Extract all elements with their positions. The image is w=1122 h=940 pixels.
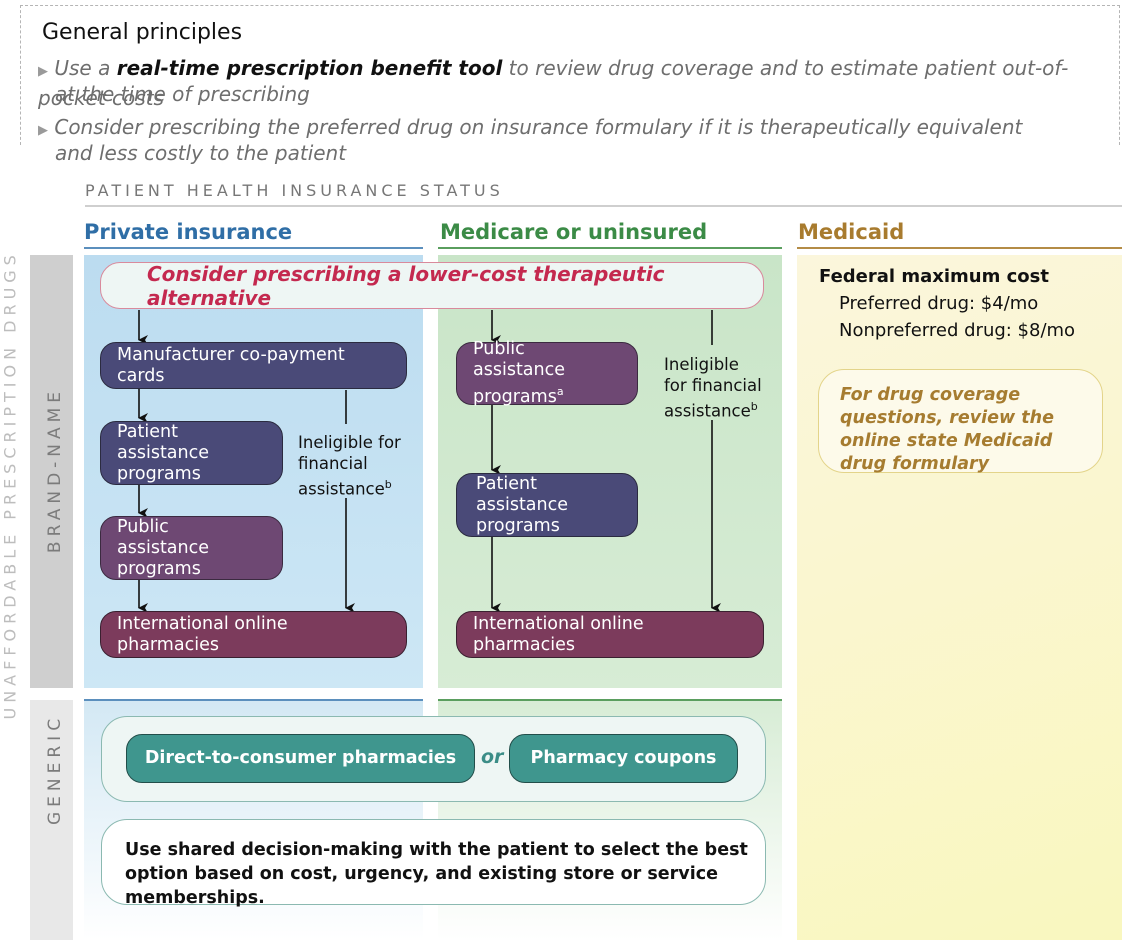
medicare-patient-assistance-box: Patient assistance programs [456,473,638,537]
medicare-intl-pharmacies-box: International online pharmacies [456,611,764,658]
private-ineligible-text: Ineligible for financial assistance [298,433,401,499]
federal-max-cost-title: Federal maximum cost [819,266,1049,287]
preferred-drug-cost: Preferred drug: $4/mo [839,293,1039,314]
bullet-icon: ▶ [38,64,48,79]
principle-1-line2: at the time of prescribing [55,82,310,106]
copay-cards-box: Manufacturer co-payment cards [100,342,407,389]
principle-1-pre: Use a [54,56,117,80]
bullet-icon: ▶ [38,123,48,138]
pharmacy-coupons-box: Pharmacy coupons [509,734,738,783]
medicare-ineligible-text: Ineligible for financial assistance [664,355,762,421]
medicaid-formulary-note: For drug coverage questions, review the … [818,369,1103,474]
general-principles-panel [20,5,1120,145]
principle-2-line1: Consider prescribing the preferred drug … [54,115,1023,139]
lower-cost-alternative-box: Consider prescribing a lower-cost therap… [100,262,764,310]
footnote-a: a [556,385,564,399]
footnote-b: b [750,400,758,413]
insurance-status-rule [85,205,1122,207]
medicare-generic-rule [438,699,782,701]
medicare-public-assistance-label: Public assistance programsa [473,339,621,408]
general-principles-title: General principles [42,20,243,45]
medicare-ineligible-note: Ineligible for financial assistanceb [664,354,764,422]
private-patient-assistance-box: Patient assistance programs [100,421,283,485]
dtc-pharmacies-box: Direct-to-consumer pharmacies [126,734,475,783]
principle-1-bold: real-time prescription benefit tool [116,56,503,80]
private-ineligible-note: Ineligible for financial assistanceb [298,432,418,500]
medicaid-heading-rule [797,247,1122,249]
insurance-status-label: PATIENT HEALTH INSURANCE STATUS [85,181,504,200]
nonpreferred-drug-cost: Nonpreferred drug: $8/mo [839,320,1076,341]
principle-2-line2: and less costly to the patient [55,141,347,165]
brand-name-bar [30,255,73,688]
medicaid-heading: Medicaid [798,220,905,244]
or-label: or [481,746,504,768]
medicare-public-assistance-text: Public assistance programs [473,339,566,407]
private-heading-rule [84,247,423,249]
footnote-b: b [384,478,392,491]
medicare-heading: Medicare or uninsured [440,220,708,244]
principle-1: ▶ Use a real-time prescription benefit t… [38,55,1122,111]
generic-bar [30,700,73,940]
principle-1-post: to review drug coverage and to estimate … [38,56,1069,110]
medicare-public-assistance-box: Public assistance programsa [456,339,638,408]
private-intl-pharmacies-box: International online pharmacies [100,611,407,658]
shared-decision-box: Use shared decision-making with the pati… [101,819,766,908]
principle-2: ▶ Consider prescribing the preferred dru… [38,114,1022,144]
private-insurance-heading: Private insurance [84,220,293,244]
private-generic-rule [84,699,423,701]
medicare-heading-rule [438,247,782,249]
private-public-assistance-box: Public assistance programs [100,516,283,580]
